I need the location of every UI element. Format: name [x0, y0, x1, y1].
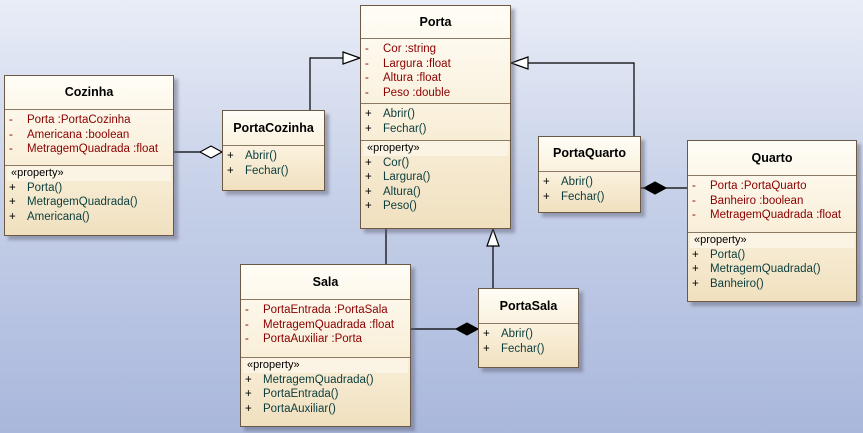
property-row[interactable]: +Americana() — [9, 210, 90, 223]
stereotype-label: «property» — [363, 140, 508, 156]
properties-compartment: «property» +MetragemQuadrada() +PortaEnt… — [241, 356, 410, 420]
class-name: PortaSala — [499, 299, 558, 313]
stereotype-label: «property» — [7, 165, 171, 181]
property-row[interactable]: +Peso() — [365, 200, 417, 213]
attribute-row[interactable]: -Porta :PortaQuarto — [692, 180, 807, 192]
class-quarto[interactable]: Quarto -Porta :PortaQuarto -Banheiro :bo… — [687, 140, 857, 302]
properties-compartment: «property» +Porta() +MetragemQuadrada() … — [688, 231, 856, 295]
class-sala[interactable]: Sala -PortaEntrada :PortaSala -MetragemQ… — [240, 264, 411, 427]
attribute-row[interactable]: -Porta :PortaCozinha — [9, 114, 131, 126]
class-name: PortaQuarto — [553, 146, 626, 160]
property-row[interactable]: +Porta() — [9, 181, 63, 194]
class-cozinha[interactable]: Cozinha -Porta :PortaCozinha -Americana … — [4, 75, 174, 236]
class-name: Quarto — [751, 151, 793, 165]
property-row[interactable]: +MetragemQuadrada() — [9, 196, 138, 209]
aggregation-diamond-icon — [198, 145, 224, 159]
operation-row[interactable]: +Abrir() — [365, 108, 415, 121]
attribute-row[interactable]: -PortaAuxiliar :Porta — [245, 333, 363, 346]
attribute-row[interactable]: -Cor :string — [365, 43, 437, 55]
operation-row[interactable]: +Abrir() — [483, 328, 533, 340]
stereotype-label: «property» — [690, 232, 854, 248]
class-portaquarto[interactable]: PortaQuarto +Abrir() +Fechar() — [538, 136, 641, 213]
attribute-row[interactable]: -Altura :float — [365, 72, 442, 85]
attribute-row[interactable]: -MetragemQuadrada :float — [245, 318, 395, 331]
property-row[interactable]: +MetragemQuadrada() — [692, 263, 821, 276]
class-porta[interactable]: Porta -Cor :string -Largura :float -Altu… — [360, 5, 511, 229]
operations-compartment: +Abrir() +Fechar() — [539, 171, 640, 207]
operations-compartment: +Abrir() +Fechar() — [223, 145, 324, 181]
generalization-portaquarto-porta — [528, 62, 635, 136]
generalization-portacozinha-porta — [309, 57, 343, 110]
operation-row[interactable]: +Fechar() — [483, 342, 545, 355]
attribute-row[interactable]: -Banheiro :boolean — [692, 194, 804, 207]
operation-row[interactable]: +Fechar() — [543, 190, 605, 203]
operation-row[interactable]: +Fechar() — [365, 122, 427, 135]
generalization-arrowhead-icon — [509, 56, 529, 70]
properties-compartment: «property» +Cor() +Largura() +Altura() +… — [361, 139, 510, 217]
class-portasala[interactable]: PortaSala +Abrir() +Fechar() — [478, 288, 579, 368]
operations-compartment: +Abrir() +Fechar() — [361, 103, 510, 139]
operation-row[interactable]: +Abrir() — [543, 176, 593, 188]
property-row[interactable]: +PortaEntrada() — [245, 388, 339, 401]
attributes-compartment: -Porta :PortaCozinha -Americana :boolean… — [5, 109, 173, 165]
generalization-arrowhead-icon — [342, 51, 362, 65]
class-name: Cozinha — [64, 85, 114, 99]
property-row[interactable]: +PortaAuxiliar() — [245, 402, 336, 415]
properties-compartment: «property» +Porta() +MetragemQuadrada() … — [5, 164, 173, 228]
stereotype-label: «property» — [243, 357, 408, 373]
operation-row[interactable]: +Fechar() — [227, 164, 289, 177]
class-name: Porta — [419, 15, 452, 29]
attribute-row[interactable]: -Americana :boolean — [9, 128, 130, 141]
attribute-row[interactable]: -Peso :double — [365, 86, 451, 99]
attribute-row[interactable]: -PortaEntrada :PortaSala — [245, 304, 388, 316]
property-row[interactable]: +Porta() — [692, 248, 746, 261]
property-row[interactable]: +Banheiro() — [692, 277, 764, 290]
property-row[interactable]: +Largura() — [365, 171, 431, 184]
generalization-arrowhead-icon — [486, 227, 500, 247]
attributes-compartment: -PortaEntrada :PortaSala -MetragemQuadra… — [241, 299, 410, 357]
attribute-row[interactable]: -MetragemQuadrada :float — [9, 143, 159, 156]
composition-diamond-icon — [454, 322, 480, 336]
composition-diamond-icon — [642, 181, 668, 195]
property-row[interactable]: +Altura() — [365, 185, 421, 198]
property-row[interactable]: +Cor() — [365, 156, 410, 169]
attribute-row[interactable]: -MetragemQuadrada :float — [692, 209, 842, 222]
attribute-row[interactable]: -Largura :float — [365, 57, 451, 70]
class-name: PortaCozinha — [233, 121, 314, 135]
operations-compartment: +Abrir() +Fechar() — [479, 323, 578, 359]
class-name: Sala — [312, 275, 339, 289]
class-portacozinha[interactable]: PortaCozinha +Abrir() +Fechar() — [222, 110, 325, 191]
operation-row[interactable]: +Abrir() — [227, 150, 277, 162]
attributes-compartment: -Cor :string -Largura :float -Altura :fl… — [361, 38, 510, 103]
property-row[interactable]: +MetragemQuadrada() — [245, 373, 374, 386]
attributes-compartment: -Porta :PortaQuarto -Banheiro :boolean -… — [688, 175, 856, 232]
